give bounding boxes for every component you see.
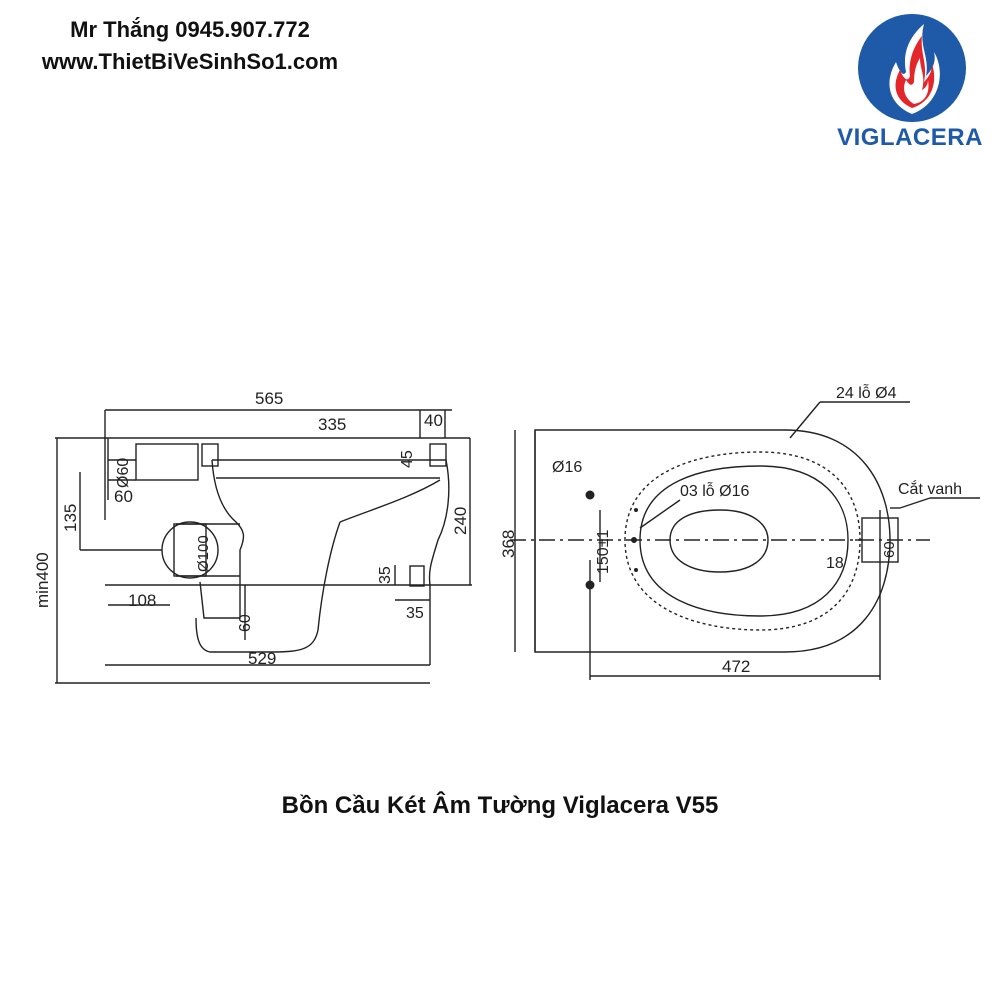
flame-logo-icon	[858, 14, 966, 122]
dim-top-length: 335	[318, 415, 346, 434]
dim-inlet-size: 60	[881, 541, 898, 558]
dim-pipe-diameter-top: Ø60	[115, 458, 132, 488]
dim-min-height: min400	[33, 552, 52, 608]
dim-outlet-diameter: Ø100	[195, 535, 212, 572]
dim-inlet-offset: 18	[826, 555, 844, 572]
dim-low-bolt-height-a: 35	[377, 566, 394, 584]
dim-overall-length: 565	[255, 389, 283, 408]
dim-outlet-offset: 108	[128, 591, 156, 610]
dim-length: 472	[722, 657, 750, 676]
label-cut-rim: Cắt vanh	[898, 479, 962, 498]
label-rim-holes: 24 lỗ Ø4	[836, 383, 897, 402]
brand-logo: VIGLACERA	[830, 12, 990, 162]
dim-height: 240	[451, 507, 470, 535]
dim-bolt-height: 45	[399, 450, 416, 468]
dim-hole-spacing: 150±1	[595, 530, 612, 574]
product-caption: Bồn Cầu Két Âm Tường Viglacera V55	[281, 792, 719, 819]
label-hole-d16: Ø16	[552, 459, 582, 476]
contact-name-phone: Mr Thắng 0945.907.772	[70, 17, 310, 42]
label-three-holes: 03 lỗ Ø16	[680, 481, 749, 500]
dim-width: 368	[499, 530, 518, 558]
dim-lower-pipe: 60	[237, 614, 254, 632]
technical-drawing: 565 335 40 45 240 min400 135 Ø60 60 Ø100…	[0, 360, 1000, 700]
brand-logo-text: VIGLACERA	[837, 124, 983, 151]
drawing-canvas: 565 335 40 45 240 min400 135 Ø60 60 Ø100…	[33, 383, 980, 684]
dim-base-length: 529	[248, 649, 276, 668]
contact-website: www.ThietBiVeSinhSo1.com	[41, 49, 339, 74]
dim-low-bolt-height-b: 35	[406, 605, 424, 622]
dim-top-offset: 40	[424, 411, 443, 430]
contact-block: Mr Thắng 0945.907.772 www.ThietBiVeSinhS…	[0, 14, 380, 78]
dim-upper-offset: 135	[61, 504, 80, 532]
dim-pipe-offset: 60	[114, 487, 133, 506]
